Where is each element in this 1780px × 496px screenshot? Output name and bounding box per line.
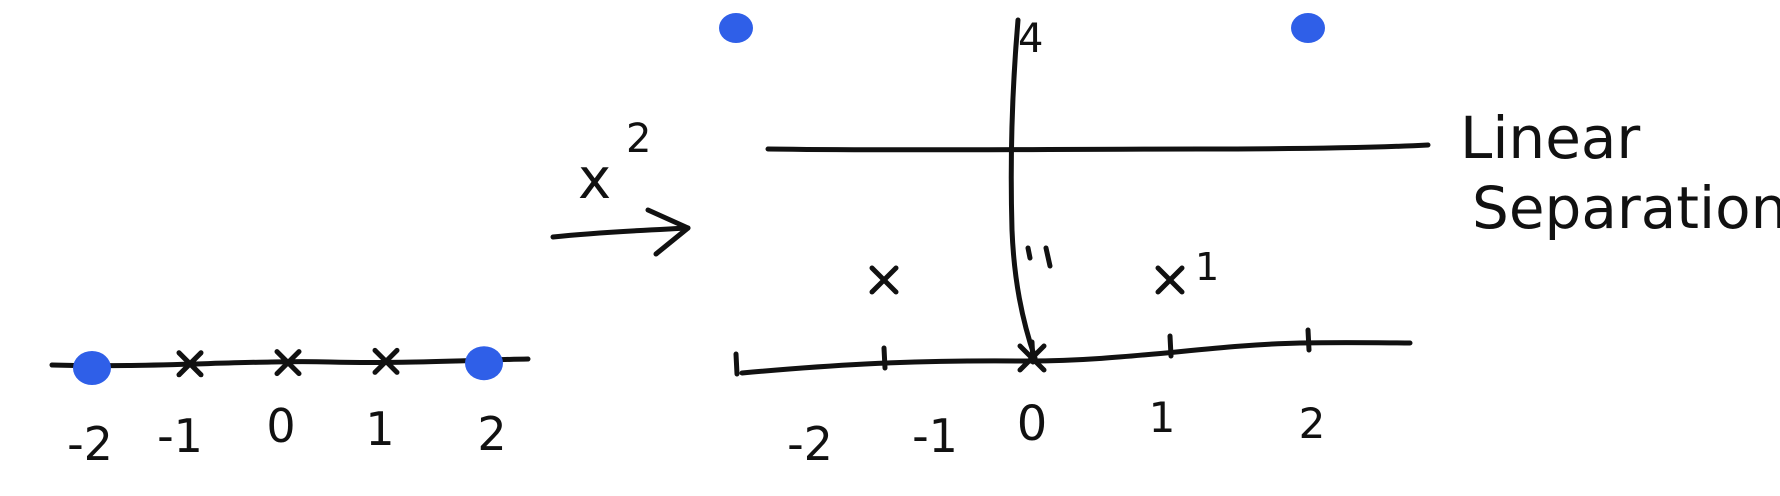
cross-stroke [869, 265, 899, 295]
separator-label-line1: Linear [1460, 104, 1640, 172]
right-y-tick [1025, 245, 1033, 261]
right-tick-label: -2 [787, 417, 833, 471]
cross-stroke [1155, 265, 1185, 295]
right-tick-label: 0 [1017, 396, 1048, 452]
left-tick-label: 1 [365, 402, 394, 456]
cross-stroke [372, 347, 400, 375]
right-tick-label: 1 [1149, 393, 1176, 442]
separation-line [765, 142, 1431, 153]
blue-dot-point [719, 13, 753, 43]
cross-point [869, 265, 899, 295]
left-tick-label: 2 [477, 407, 506, 461]
blue-dot-point [465, 346, 503, 381]
cross-point [1017, 343, 1047, 373]
right-y-tick [1043, 245, 1053, 269]
arrow-shaft [550, 225, 691, 240]
left-points [73, 346, 503, 385]
cross-point [1155, 265, 1185, 295]
blue-dot-point [1291, 13, 1325, 43]
right-x-axis [739, 340, 1413, 376]
x-tick-mark [733, 351, 740, 377]
cross-point [372, 347, 400, 375]
arrow-head [645, 207, 691, 257]
right-x-ticks [733, 327, 1312, 377]
transform-base: x [578, 147, 611, 212]
cross-stroke [176, 350, 204, 378]
transform-exponent: 2 [626, 116, 651, 162]
y-axis-label: 4 [1018, 16, 1043, 62]
x-tick-mark [1167, 333, 1174, 359]
right-y-axis [1008, 17, 1038, 361]
x-tick-mark [881, 345, 888, 371]
separator-label-line2: Separation [1472, 174, 1780, 242]
cross-stroke [1017, 343, 1047, 373]
right-tick-label: -1 [912, 409, 958, 463]
x-tick-mark [1305, 327, 1312, 353]
point-value-label: 1 [1195, 245, 1219, 289]
cross-point [176, 350, 204, 378]
cross-point [274, 349, 302, 377]
left-tick-label: 0 [266, 399, 295, 453]
right-tick-label: 2 [1299, 399, 1326, 448]
left-tick-label: -1 [157, 409, 203, 463]
transform-arrow: x 2 [550, 116, 691, 257]
cross-stroke [274, 349, 302, 377]
feature-space-plot: 1 4 -2 -1 0 1 2 Linear Separation [719, 13, 1780, 471]
right-points [719, 13, 1325, 373]
left-tick-label: -2 [67, 417, 113, 471]
blue-dot-point [73, 351, 111, 385]
left-number-line: -2 -1 0 1 2 [49, 346, 531, 471]
